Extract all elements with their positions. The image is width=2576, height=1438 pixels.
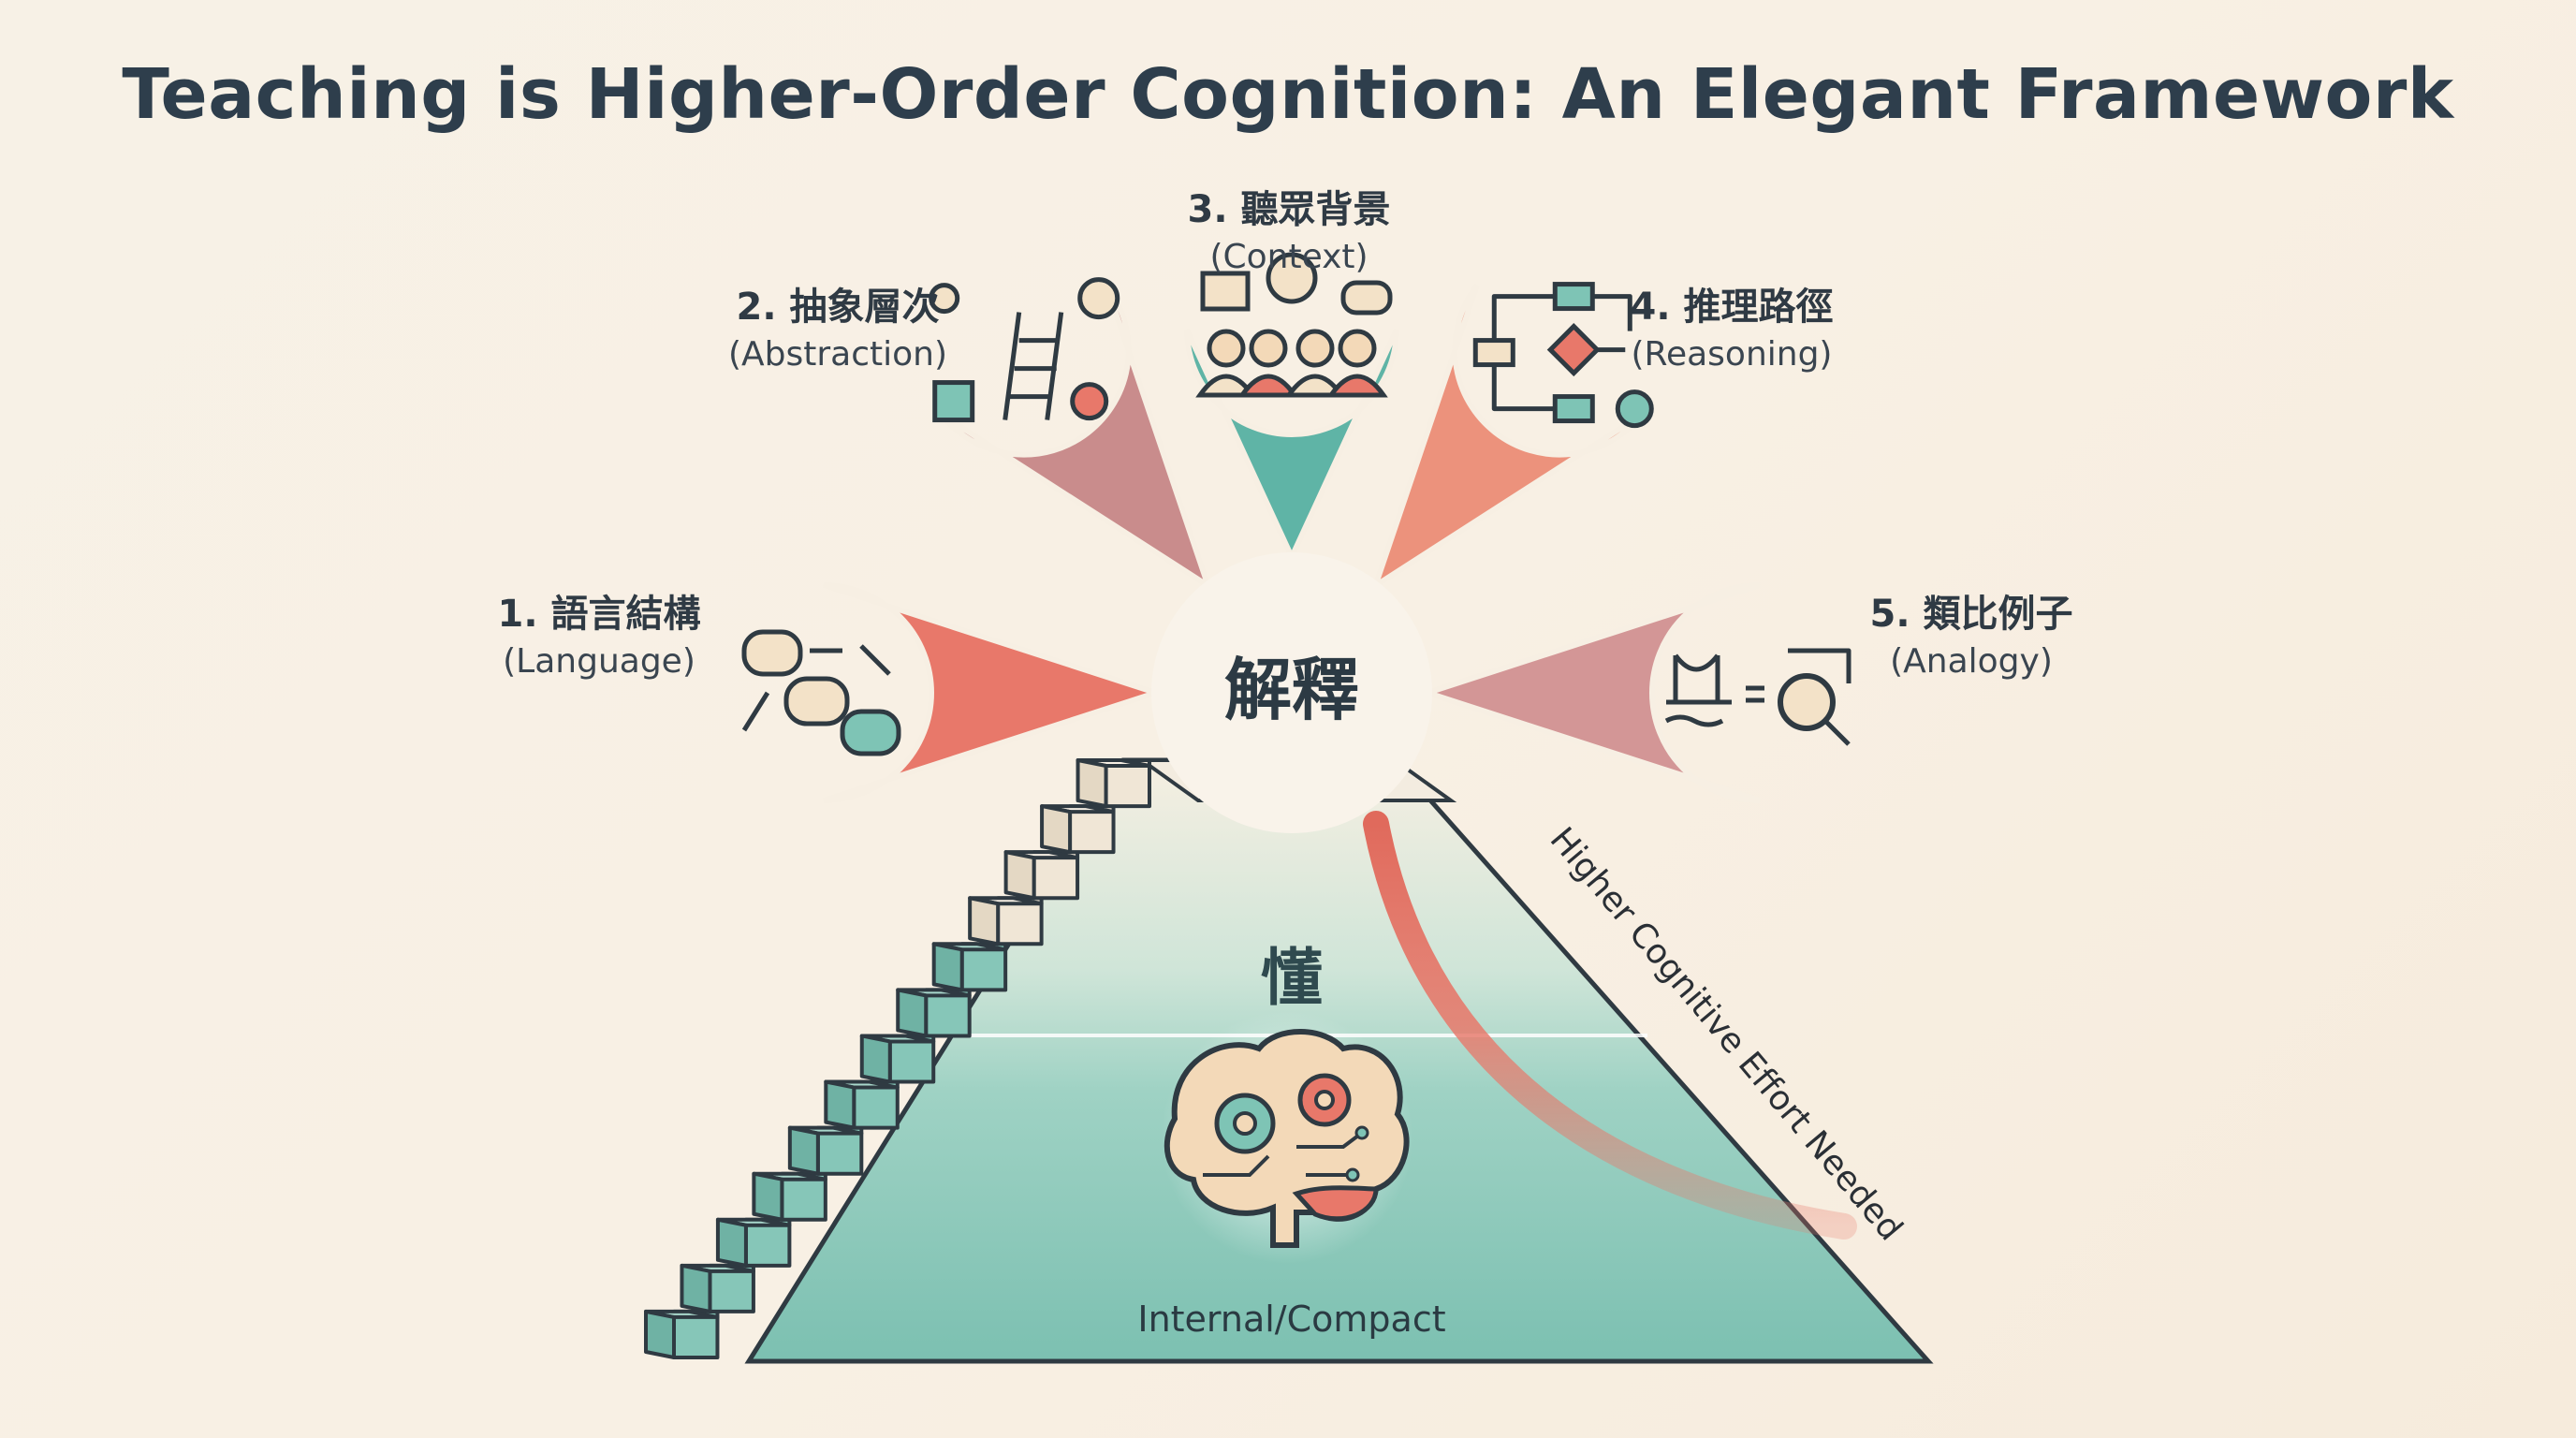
staircase [644,758,1151,1360]
flowchart-icon [1472,282,1654,429]
stair-side [644,1309,676,1359]
petal-subtitle: (Context) [1209,238,1368,276]
petal-label-abstraction: 2. 抽象層次 (Abstraction) [651,283,1025,378]
petal-number-title: 5. 類比例子 [1869,593,2073,636]
petal-label-language: 1. 語言結構 (Language) [412,590,786,685]
petal-subtitle: (Language) [503,642,695,681]
petal-number-title: 4. 推理路徑 [1630,286,1834,329]
center-word-explain: 解釋 [1223,651,1359,729]
brain-gears-icon [1161,1011,1413,1264]
petal-label-context: 3. 聽眾背景 (Context) [1102,185,1476,281]
petal-number-title: 1. 語言結構 [497,593,701,636]
petal-number-title: 3. 聽眾背景 [1187,188,1391,231]
petal-fan [741,252,1852,803]
stair-side [715,1217,748,1268]
stair-side [1040,804,1073,855]
petal-1 [823,582,1165,803]
speech-bubbles-translate-icon [741,629,901,756]
petal-4 [1369,283,1645,593]
stair-side [1076,758,1108,809]
bridge-circuit-magnifier-icon [1664,648,1852,746]
petal-subtitle: (Analogy) [1890,642,2053,681]
stair-side [752,1171,784,1222]
petal-subtitle: (Abstraction) [727,335,948,374]
stair-side [968,896,1001,946]
stair-side [824,1079,856,1130]
page-title: Teaching is Higher-Order Cognition: An E… [122,54,2454,135]
petal-2 [939,283,1214,593]
stair-side [859,1034,892,1084]
base-label: Internal/Compact [1137,1299,1446,1340]
petal-5 [1418,582,1761,803]
petal-number-title: 2. 抽象層次 [736,286,940,329]
audience-group-icon [1195,252,1393,398]
stair-side [680,1263,712,1313]
petal-label-analogy: 5. 類比例子 (Analogy) [1784,590,2159,685]
stair-side [787,1125,820,1176]
stair-side [1003,850,1036,901]
petal-label-reasoning: 4. 推理路徑 (Reasoning) [1544,283,1919,378]
stair-step [780,1171,827,1222]
stair-side [931,942,964,992]
ladder-shapes-lightbulb-icon [929,277,1120,423]
center-circle [1151,552,1432,833]
petal-subtitle: (Reasoning) [1631,335,1833,374]
middle-word-understand: 懂 [1261,942,1323,1014]
stair-side [896,988,929,1038]
petal-3 [1184,328,1399,565]
